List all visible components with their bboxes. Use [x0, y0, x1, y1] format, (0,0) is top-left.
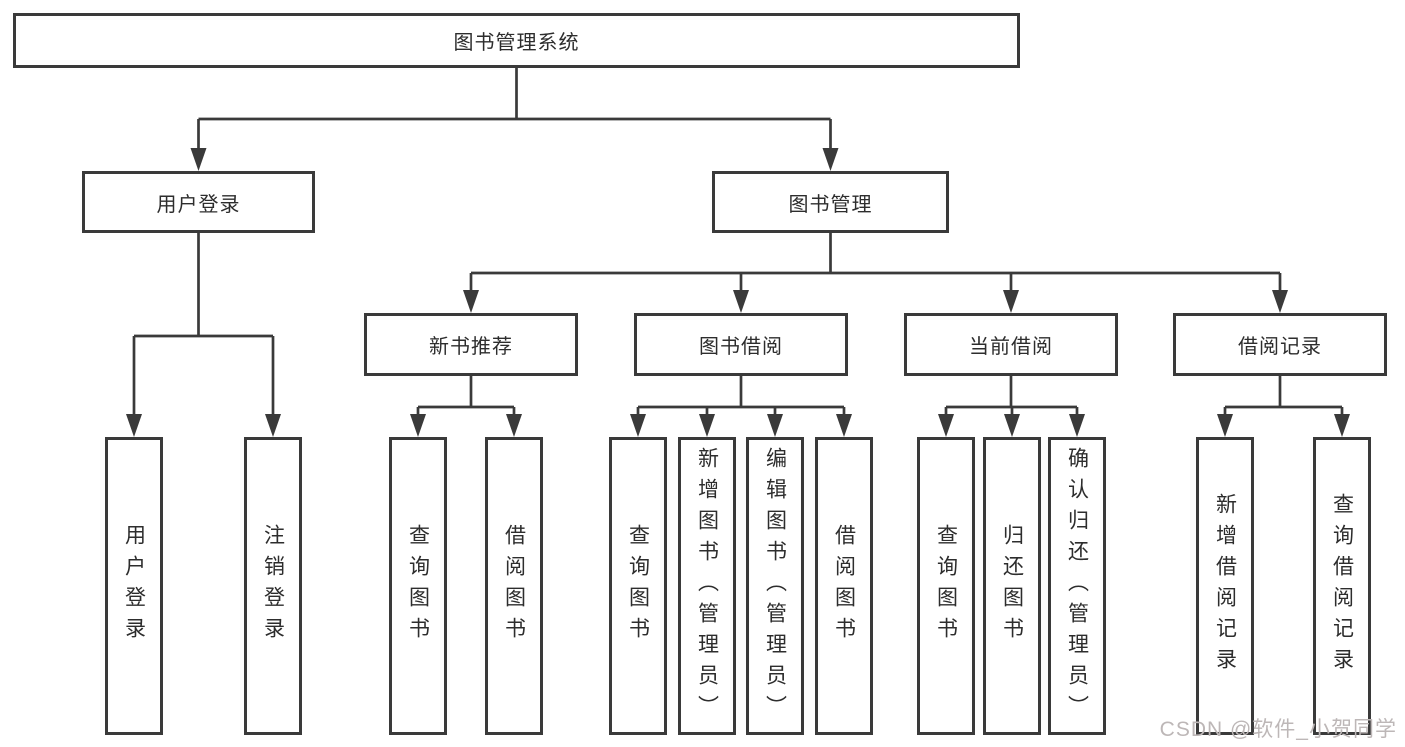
node-book-management: 图书管理 [712, 171, 949, 233]
node-root-library-system: 图书管理系统 [13, 13, 1020, 68]
node-label: 查询借阅记录 [1330, 493, 1354, 679]
node-borrow-records: 借阅记录 [1173, 313, 1387, 376]
leaf-borrow-borrow-books: 借阅图书 [815, 437, 873, 735]
leaf-current-confirm-return-admin: 确认归还（管理员） [1048, 437, 1106, 735]
node-label: 查询图书 [406, 524, 430, 648]
leaf-current-query-books: 查询图书 [917, 437, 975, 735]
node-label: 新增借阅记录 [1213, 493, 1237, 679]
leaf-logout: 注销登录 [244, 437, 302, 735]
node-label: 查询图书 [934, 524, 958, 648]
csdn-watermark: CSDN @软件_小贺同学 [1159, 718, 1397, 741]
leaf-borrow-edit-books-admin: 编辑图书（管理员） [746, 437, 804, 735]
node-label: 图书借阅 [699, 336, 783, 358]
node-label: 图书管理 [788, 193, 873, 216]
node-label: 注销登录 [261, 524, 285, 648]
leaf-recommend-borrow-books: 借阅图书 [485, 437, 543, 735]
leaf-records-query-record: 查询借阅记录 [1313, 437, 1371, 735]
node-label: 当前借阅 [969, 336, 1053, 358]
node-label: 新书推荐 [429, 336, 513, 358]
node-new-book-recommend: 新书推荐 [364, 313, 578, 376]
node-label: 图书管理系统 [453, 32, 580, 54]
leaf-records-add-record: 新增借阅记录 [1196, 437, 1254, 735]
leaf-user-login: 用户登录 [105, 437, 163, 735]
leaf-recommend-query-books: 查询图书 [389, 437, 447, 735]
node-current-borrow: 当前借阅 [904, 313, 1118, 376]
node-label: 借阅图书 [832, 524, 856, 648]
node-label: 编辑图书（管理员） [763, 446, 787, 726]
node-user-login: 用户登录 [82, 171, 315, 233]
node-label: 查询图书 [626, 524, 650, 648]
leaf-current-return-books: 归还图书 [983, 437, 1041, 735]
node-label: 借阅图书 [502, 524, 526, 648]
node-label: 新增图书（管理员） [695, 446, 719, 726]
leaf-borrow-query-books: 查询图书 [609, 437, 667, 735]
node-label: 借阅记录 [1238, 336, 1322, 358]
node-book-borrow: 图书借阅 [634, 313, 848, 376]
leaf-borrow-add-books-admin: 新增图书（管理员） [678, 437, 736, 735]
node-label: 用户登录 [156, 193, 241, 216]
node-label: 确认归还（管理员） [1065, 446, 1089, 726]
node-label: 用户登录 [122, 524, 146, 648]
node-label: 归还图书 [1000, 524, 1024, 648]
